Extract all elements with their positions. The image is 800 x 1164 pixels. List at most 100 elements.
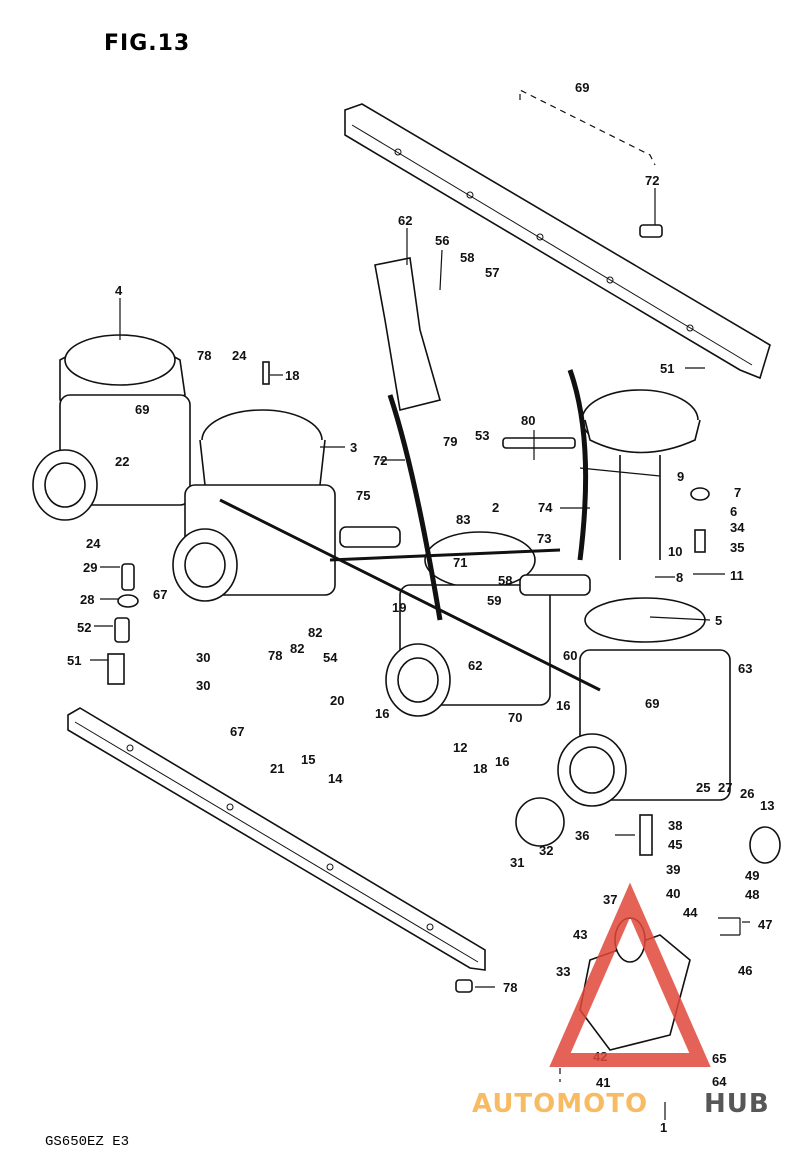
callout-label: 15	[301, 752, 315, 767]
callout-label: 39	[666, 862, 680, 877]
choke-bracket	[374, 257, 441, 411]
leader-lines	[90, 188, 750, 1120]
callout-label: 10	[668, 544, 682, 559]
callout-label: 45	[668, 837, 682, 852]
watermark-logo: AUTOMOTO HUB	[472, 882, 770, 1119]
callout-label: 5	[715, 613, 722, 628]
callout-label: 65	[712, 1051, 726, 1066]
carburetor-2	[172, 409, 336, 602]
callout-label: 21	[270, 761, 284, 776]
callout-label: 3	[350, 440, 357, 455]
callout-label: 44	[683, 905, 698, 920]
callout-label: 28	[80, 592, 94, 607]
small-parts	[107, 224, 781, 993]
callout-label: 27	[718, 780, 732, 795]
callout-label: 63	[738, 661, 752, 676]
callout-label: 36	[575, 828, 589, 843]
callout-label: 49	[745, 868, 759, 883]
callout-label: 29	[83, 560, 97, 575]
callout-label: 47	[758, 917, 772, 932]
callout-label: 51	[67, 653, 81, 668]
callout-label: 18	[285, 368, 299, 383]
callout-label: 62	[468, 658, 482, 673]
carburetor-1	[32, 334, 191, 521]
callout-label: 25	[696, 780, 710, 795]
callout-label: 57	[485, 265, 499, 280]
upper-mounting-plate	[344, 103, 771, 380]
callout-label: 26	[740, 786, 754, 801]
callout-label: 13	[760, 798, 774, 813]
callout-label: 56	[435, 233, 449, 248]
callout-label: 75	[356, 488, 370, 503]
callout-label: 30	[196, 650, 210, 665]
callout-label: 69	[645, 696, 659, 711]
callout-label: 8	[676, 570, 683, 585]
hose-76	[567, 369, 589, 561]
callout-label: 4	[115, 283, 123, 298]
callout-label: 69	[135, 402, 149, 417]
plate-bracket-dash	[519, 89, 656, 166]
watermark-triangle	[549, 882, 711, 1067]
watermark-text-secondary: HUB	[704, 1089, 770, 1119]
callout-label: 82	[308, 625, 322, 640]
callout-label: 73	[537, 531, 551, 546]
callout-label: 51	[660, 361, 674, 376]
callout-label: 16	[375, 706, 389, 721]
callout-label: 6	[730, 504, 737, 519]
callout-label: 74	[538, 500, 553, 515]
callout-label: 64	[712, 1074, 727, 1089]
callout-label: 69	[575, 80, 589, 95]
callout-label: 58	[460, 250, 474, 265]
callout-label: 14	[328, 771, 343, 786]
callout-label: 67	[153, 587, 167, 602]
callout-label: 11	[730, 568, 744, 583]
callout-label: 7	[734, 485, 741, 500]
callout-label: 82	[290, 641, 304, 656]
callout-numbers: 4 69 72 62 56 58 57 78 24 18 51 69 3 79 …	[67, 80, 774, 1135]
hose-74	[387, 394, 443, 621]
callout-label: 16	[556, 698, 570, 713]
callout-label: 37	[603, 892, 617, 907]
carburetor-4	[557, 389, 731, 807]
callout-label: 9	[677, 469, 684, 484]
callout-label: 70	[508, 710, 522, 725]
callout-label: 33	[556, 964, 570, 979]
callout-label: 43	[573, 927, 587, 942]
callout-label: 24	[86, 536, 101, 551]
callout-label: 20	[330, 693, 344, 708]
callout-label: 60	[563, 648, 577, 663]
callout-label: 40	[666, 886, 680, 901]
callout-label: 59	[487, 593, 501, 608]
linkage-shaft	[219, 498, 601, 692]
callout-label: 58	[498, 573, 512, 588]
lower-mounting-plate	[67, 707, 486, 971]
callout-label: 30	[196, 678, 210, 693]
model-code: GS650EZ E3	[45, 1134, 129, 1150]
callout-label: 38	[668, 818, 682, 833]
callout-label: 79	[443, 434, 457, 449]
callout-label: 78	[268, 648, 282, 663]
callout-label: 31	[510, 855, 524, 870]
callout-label: 54	[323, 650, 338, 665]
callout-label: 41	[596, 1075, 610, 1090]
callout-label: 53	[475, 428, 489, 443]
callout-label: 72	[373, 453, 387, 468]
callout-label: 71	[453, 555, 467, 570]
callout-label: 46	[738, 963, 752, 978]
callout-label: 34	[730, 520, 745, 535]
figure-title: FIG.13	[104, 31, 190, 56]
callout-label: 32	[539, 843, 553, 858]
callout-label: 78	[503, 980, 517, 995]
callout-label: 80	[521, 413, 535, 428]
callout-label: 62	[398, 213, 412, 228]
callout-label: 72	[645, 173, 659, 188]
callout-label: 12	[453, 740, 467, 755]
callout-label: 22	[115, 454, 129, 469]
callout-label: 67	[230, 724, 244, 739]
callout-label: 19	[392, 600, 406, 615]
callout-label: 35	[730, 540, 744, 555]
callout-label: 48	[745, 887, 759, 902]
callout-label: 24	[232, 348, 247, 363]
callout-label: 2	[492, 500, 499, 515]
